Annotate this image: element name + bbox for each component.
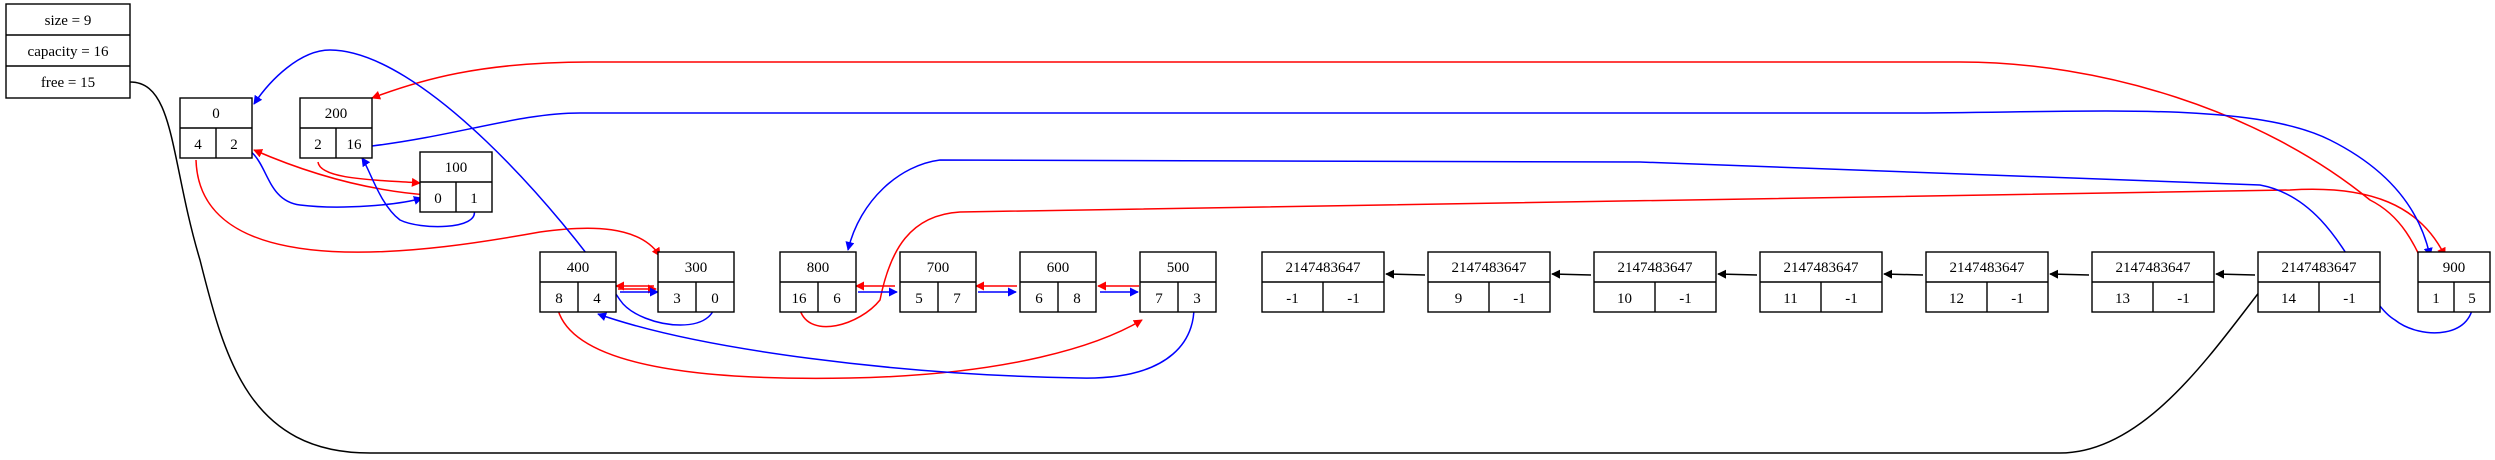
node-value-label: 800 (807, 260, 830, 276)
node-value-label: 2147483647 (2282, 260, 2358, 276)
node-next-index: 5 (915, 291, 923, 307)
node-next-index: 1 (2432, 291, 2440, 307)
node-record-f15: 2147483647 14 -1 (2257, 251, 2381, 313)
node-value-label: 100 (445, 160, 468, 176)
node-next-index: -1 (1286, 291, 1299, 307)
free-edge-10-9 (1385, 269, 1426, 279)
node-next-index: 11 (1783, 291, 1797, 307)
node-value-label: 2147483647 (1452, 260, 1528, 276)
node-prev-index: -1 (1513, 291, 1526, 307)
node-prev-index: 2 (230, 137, 238, 153)
node-record-800: 800 16 6 (779, 251, 857, 313)
node-prev-index: -1 (2011, 291, 2024, 307)
node-prev-index: 4 (593, 291, 601, 307)
node-prev-index: 0 (711, 291, 719, 307)
free-edge-12-11 (1717, 269, 1758, 279)
node-record-f11: 2147483647 10 -1 (1593, 251, 1717, 313)
node-prev-index: -1 (2343, 291, 2356, 307)
node-prev-index: 5 (2468, 291, 2476, 307)
node-record-0: 04 2 (179, 97, 253, 159)
free-pointer-edge (129, 81, 2276, 454)
node-prev-index: -1 (1845, 291, 1858, 307)
node-value-label: 2147483647 (1286, 260, 1362, 276)
list-header-record: size = 9 capacity = 16 free = 15 (5, 3, 131, 99)
node-record-f14: 2147483647 13 -1 (2091, 251, 2215, 313)
header-size-label: size = 9 (45, 13, 92, 29)
node-prev-index: 1 (470, 191, 478, 207)
node-value-label: 200 (325, 106, 348, 122)
node-next-index: 14 (2281, 291, 2297, 307)
prev-edge-900-to-800 (845, 159, 2474, 334)
node-value-label: 2147483647 (1950, 260, 2026, 276)
next-edge-0-to-400 (195, 159, 661, 257)
header-free-label: free = 15 (41, 75, 95, 91)
node-prev-index: -1 (1679, 291, 1692, 307)
node-next-index: 3 (673, 291, 681, 307)
node-value-label: 2147483647 (1618, 260, 1694, 276)
next-edge-100-to-0 (253, 149, 429, 196)
next-edge-200-to-100 (317, 161, 421, 187)
node-next-index: 2 (314, 137, 322, 153)
node-record-f12: 2147483647 11 -1 (1759, 251, 1883, 313)
node-prev-index: 6 (833, 291, 841, 307)
node-record-f10: 2147483647 9 -1 (1427, 251, 1551, 313)
next-edge-900-to-200 (371, 61, 2436, 291)
free-edge-13-12 (1883, 269, 1924, 279)
node-next-index: 13 (2115, 291, 2130, 307)
node-prev-index: 3 (1193, 291, 1201, 307)
node-value-label: 2147483647 (1784, 260, 1860, 276)
free-edge-14-13 (2049, 269, 2090, 279)
node-value-label: 2147483647 (2116, 260, 2192, 276)
node-prev-index: 8 (1073, 291, 1081, 307)
node-value-label: 700 (927, 260, 950, 276)
prev-edge-300-to-0 (253, 49, 716, 326)
next-edge-800-to-900 (799, 188, 2446, 328)
prev-edge-0-to-200 (233, 145, 423, 208)
node-next-index: 6 (1035, 291, 1043, 307)
node-next-index: 12 (1949, 291, 1964, 307)
node-value-label: 500 (1167, 260, 1190, 276)
node-prev-index: 16 (347, 137, 363, 153)
prev-edge-200-to-900 (371, 110, 2433, 257)
free-edge-15-14 (2215, 269, 2256, 279)
node-value-label: 0 (212, 106, 220, 122)
node-next-index: 8 (555, 291, 563, 307)
node-next-index: 0 (434, 191, 442, 207)
node-value-label: 600 (1047, 260, 1070, 276)
node-value-label: 300 (685, 260, 708, 276)
free-edge-11-10 (1551, 269, 1592, 279)
prev-edge-100-to-0 (361, 157, 475, 228)
node-next-index: 4 (194, 137, 202, 153)
node-next-index: 16 (792, 291, 808, 307)
node-prev-index: -1 (1347, 291, 1360, 307)
node-record-f13: 2147483647 12 -1 (1925, 251, 2049, 313)
node-value-label: 900 (2443, 260, 2466, 276)
node-next-index: 7 (1155, 291, 1163, 307)
next-edge-400-to-500 (557, 309, 1143, 380)
node-prev-index: -1 (2177, 291, 2190, 307)
header-capacity-label: capacity = 16 (28, 44, 109, 60)
node-next-index: 9 (1455, 291, 1463, 307)
node-record-f9: 2147483647 -1 -1 (1261, 251, 1385, 313)
prev-edge-500-to-400 (597, 294, 1195, 379)
node-next-index: 10 (1617, 291, 1632, 307)
node-value-label: 400 (567, 260, 590, 276)
node-prev-index: 7 (953, 291, 961, 307)
